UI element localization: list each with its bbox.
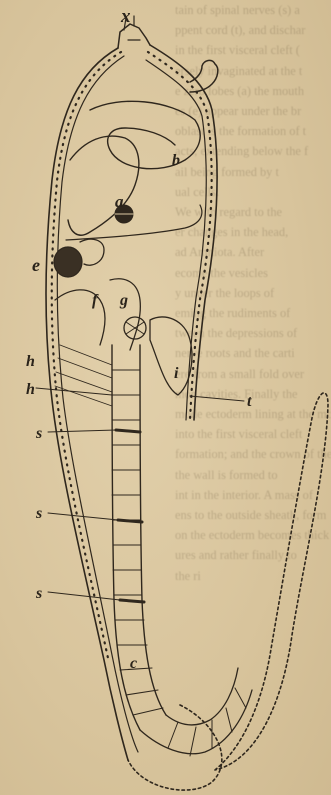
label-i: i xyxy=(174,365,179,382)
label-s-3: s xyxy=(35,585,42,602)
vesicle-b xyxy=(90,101,200,168)
body-wall-inner xyxy=(57,56,138,752)
label-c: c xyxy=(130,655,137,672)
label-x: x xyxy=(120,6,131,27)
label-h: h xyxy=(26,381,35,398)
organ-i xyxy=(150,317,192,395)
label-t: t xyxy=(247,393,252,410)
label-b: b xyxy=(172,152,180,169)
structure-f xyxy=(55,290,105,345)
label-e: e xyxy=(32,255,40,275)
spinal-tube-right xyxy=(140,345,166,715)
label-a: a xyxy=(115,192,124,211)
dorsal-knob xyxy=(190,60,218,92)
label-s-1: s xyxy=(35,425,42,442)
anterior-projection xyxy=(118,24,150,48)
spinal-tube-left xyxy=(112,345,140,730)
tail-dotted-outline xyxy=(128,393,328,790)
otic-vesicle xyxy=(54,247,82,277)
label-s-2: s xyxy=(35,505,42,522)
body-wall-outer xyxy=(46,48,128,760)
label-g: g xyxy=(119,292,128,309)
label-h-upper: h xyxy=(26,353,35,370)
label-f: f xyxy=(92,292,99,309)
